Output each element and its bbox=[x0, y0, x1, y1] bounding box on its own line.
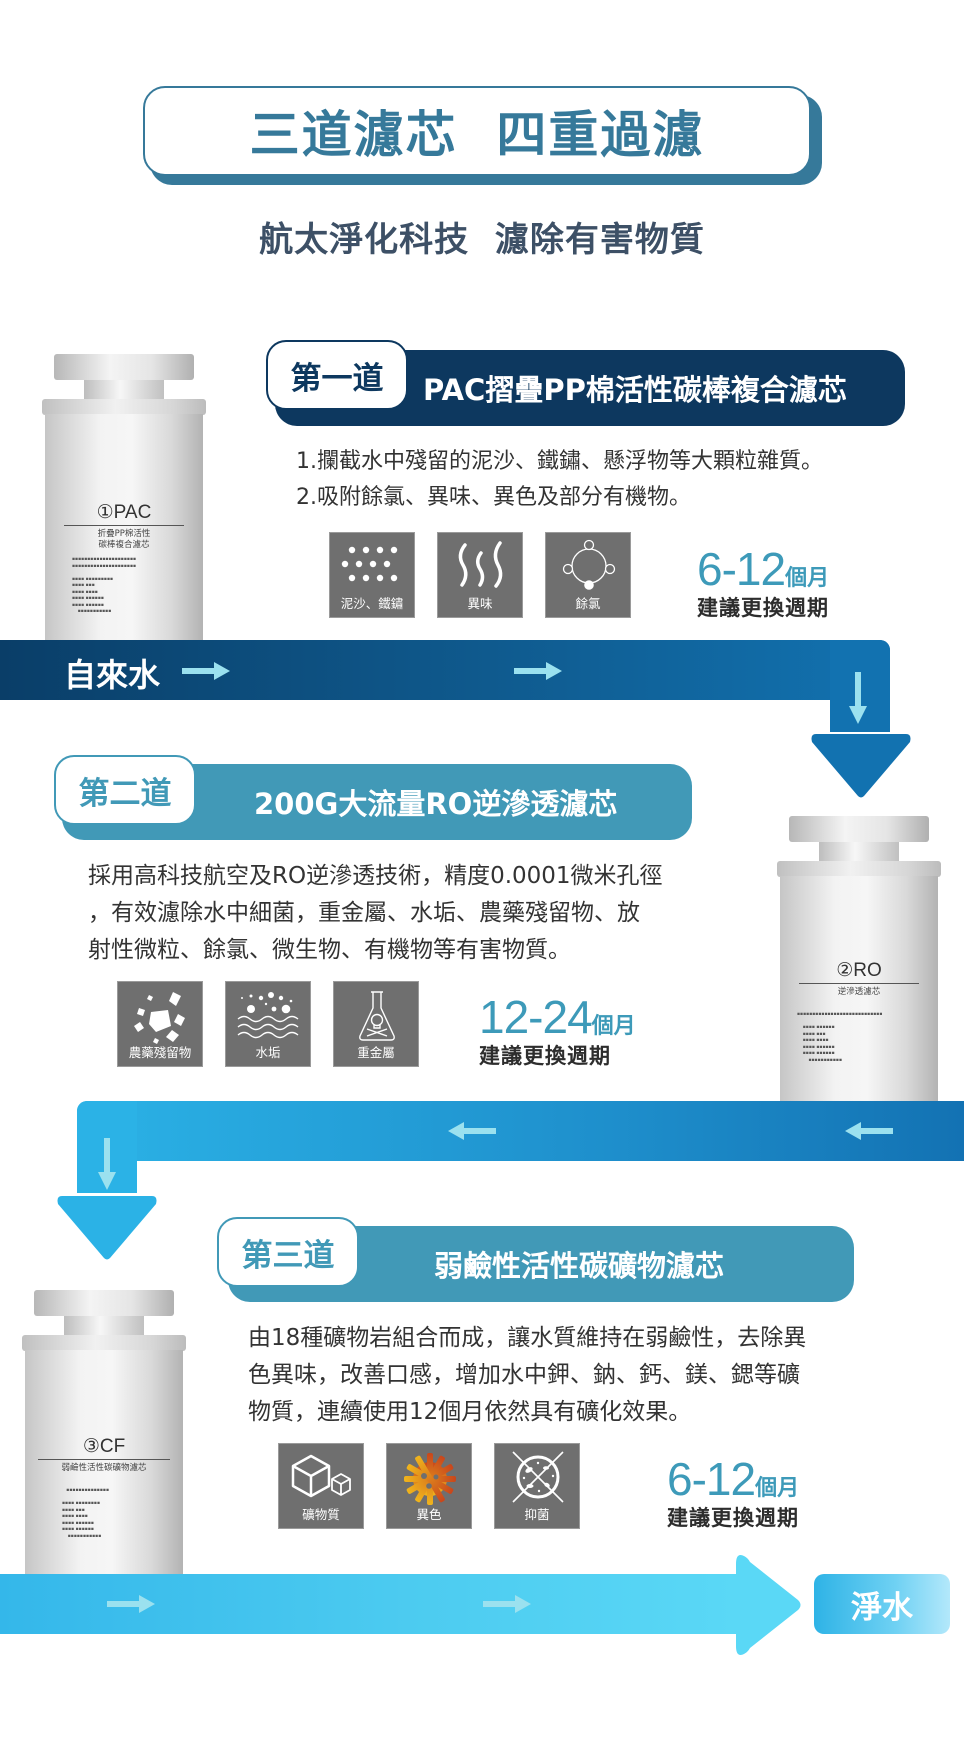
stage3-description: 由18種礦物岩組合而成，讓水質維持在弱鹼性，去除異 色異味，改善口感，增加水中鉀… bbox=[248, 1320, 806, 1431]
tile-color: 異色 bbox=[386, 1443, 472, 1529]
tile-odor: 異味 bbox=[437, 532, 523, 618]
cartridge-ro: ②RO 逆滲透濾芯 ▪▪▪▪▪▪▪▪▪▪▪▪▪▪▪▪▪▪▪▪▪▪▪▪▪▪▪▪ ▪… bbox=[777, 816, 941, 1101]
period-unit: 個月 bbox=[785, 566, 830, 591]
stage2-title: 200G大流量RO逆滲透濾芯 bbox=[254, 787, 618, 821]
title-box: 三道濾芯 四重過濾 bbox=[143, 86, 811, 176]
stage2-desc-line3: 射性微粒、餘氯、微生物、有機物等有害物質。 bbox=[88, 937, 571, 963]
flow-right-arrow-icon bbox=[514, 662, 562, 680]
cartridge-fine-print: ▪▪▪▪▪▪▪▪▪▪▪▪▪▪▪▪▪▪▪▪▪▪▪▪▪▪▪▪▪▪▪▪▪▪▪▪▪▪▪▪… bbox=[72, 557, 137, 614]
stage2-tag: 第二道 bbox=[54, 755, 196, 825]
cartridge-code: ①PAC bbox=[96, 502, 152, 523]
tile-chlorine: 餘氯 bbox=[545, 532, 631, 618]
flow-right-arrow-icon bbox=[483, 1595, 531, 1613]
tile-label: 農藥殘留物 bbox=[128, 1045, 192, 1060]
tile-label: 異味 bbox=[467, 596, 493, 611]
stage1-desc-line1: 1.攔截水中殘留的泥沙、鐵鏽、懸浮物等大顆粒雜質。 bbox=[296, 449, 823, 474]
stage1-description: 1.攔截水中殘留的泥沙、鐵鏽、懸浮物等大顆粒雜質。 2.吸附餘氯、異味、異色及部… bbox=[296, 444, 823, 516]
flow-down-arrow-icon bbox=[98, 1138, 116, 1190]
page-subtitle: 航太淨化科技 濾除有害物質 bbox=[259, 220, 705, 260]
stage3-desc-line2: 色異味，改善口感，增加水中鉀、鈉、鈣、鎂、鍶等礦 bbox=[248, 1362, 800, 1388]
flow-bar-tap-water bbox=[0, 640, 890, 700]
cartridge-cf: ③CF 弱鹼性活性碳礦物濾芯 ▪▪▪▪▪▪▪▪▪▪▪▪▪▪▪▪▪▪ ▪▪▪▪▪▪… bbox=[22, 1290, 186, 1574]
stage3-desc-line3: 物質，連續使用12個月依然具有礦化效果。 bbox=[248, 1399, 692, 1425]
tile-heavy-metal: 重金屬 bbox=[333, 981, 419, 1067]
flow-down-arrow-icon bbox=[849, 672, 867, 724]
period-label: 建議更換週期 bbox=[667, 1506, 799, 1530]
period-number: 6-12 bbox=[667, 1453, 756, 1505]
cartridge-code: ③CF bbox=[82, 1436, 126, 1457]
period-unit: 個月 bbox=[591, 1014, 636, 1039]
tile-label: 抑菌 bbox=[524, 1507, 550, 1522]
stage3-period: 6-12個月 建議更換週期 bbox=[667, 1452, 799, 1532]
antibacterial-icon bbox=[512, 1451, 564, 1503]
flow-end-label: 淨水 bbox=[814, 1574, 950, 1634]
flow-start-label: 自來水 bbox=[64, 656, 161, 694]
stage1-period: 6-12個月 建議更換週期 bbox=[697, 542, 829, 622]
flow-right-arrow-icon bbox=[107, 1595, 155, 1613]
stage1-title: PAC摺疊PP棉活性碳棒複合濾芯 bbox=[423, 373, 847, 407]
particles-icon bbox=[341, 546, 398, 582]
tile-label: 餘氯 bbox=[575, 596, 601, 611]
flow-down-arrowhead bbox=[57, 1196, 157, 1260]
tile-antibacterial: 抑菌 bbox=[494, 1443, 580, 1529]
tile-label: 重金屬 bbox=[357, 1045, 395, 1060]
stage2-desc-line2: ，有效濾除水中細菌，重金屬、水垢、農藥殘留物、放 bbox=[88, 900, 640, 926]
cartridge-name-line1: 弱鹼性活性碳礦物濾芯 bbox=[61, 1463, 147, 1473]
period-label: 建議更換週期 bbox=[479, 1044, 611, 1068]
page-title: 三道濾芯 四重過濾 bbox=[249, 106, 705, 164]
flow-left-arrow-icon bbox=[448, 1122, 496, 1140]
heavy-metal-flask-icon bbox=[359, 991, 395, 1041]
tile-label: 水垢 bbox=[255, 1045, 281, 1060]
flow-down-arrowhead bbox=[811, 734, 911, 798]
stage2-period: 12-24個月 建議更換週期 bbox=[479, 990, 636, 1070]
cartridge-name-line1: 折疊PP棉活性 bbox=[97, 529, 151, 539]
period-label: 建議更換週期 bbox=[697, 596, 829, 620]
stage1-tag: 第一道 bbox=[266, 340, 408, 410]
flow-left-arrow-icon bbox=[845, 1122, 893, 1140]
cartridge-pac: ①PAC 折疊PP棉活性 碳棒複合濾芯 ▪▪▪▪▪▪▪▪▪▪▪▪▪▪▪▪▪▪▪▪… bbox=[42, 354, 206, 640]
pesticide-crystals-icon bbox=[134, 992, 185, 1044]
tile-label: 礦物質 bbox=[302, 1507, 340, 1522]
cartridge-fine-print: ▪▪▪▪▪▪▪▪▪▪▪▪▪▪▪▪▪▪▪▪▪▪▪▪▪▪▪▪ ▪▪▪▪ ▪▪▪▪▪▪… bbox=[797, 1012, 883, 1063]
stage3-desc-line1: 由18種礦物岩組合而成，讓水質維持在弱鹼性，去除異 bbox=[248, 1325, 807, 1351]
tile-label: 泥沙、鐵鏽 bbox=[340, 596, 404, 611]
flow-right-arrowhead bbox=[736, 1555, 801, 1655]
tile-pesticide: 農藥殘留物 bbox=[117, 981, 203, 1067]
stage3-title: 弱鹼性活性碳礦物濾芯 bbox=[434, 1249, 725, 1283]
tile-label: 異色 bbox=[416, 1507, 442, 1522]
color-gear-icon bbox=[404, 1453, 456, 1505]
cartridge-code: ②RO bbox=[836, 960, 882, 981]
stage1-title-bar: PAC摺疊PP棉活性碳棒複合濾芯 bbox=[275, 350, 905, 426]
stage1-desc-line2: 2.吸附餘氯、異味、異色及部分有機物。 bbox=[296, 485, 691, 510]
mineral-cubes-icon bbox=[291, 1454, 351, 1498]
cartridge-fine-print: ▪▪▪▪▪▪▪▪▪▪▪▪▪▪▪▪▪▪ ▪▪▪▪▪▪▪▪▪▪▪▪ ▪▪▪▪▪▪▪ … bbox=[62, 1488, 109, 1539]
cartridge-name-line2: 碳棒複合濾芯 bbox=[98, 540, 150, 550]
tile-mineral: 礦物質 bbox=[278, 1443, 364, 1529]
cartridge-name-line1: 逆滲透濾芯 bbox=[837, 987, 881, 997]
stage2-description: 採用高科技航空及RO逆滲透技術，精度0.0001微米孔徑 ，有效濾除水中細菌，重… bbox=[88, 858, 663, 969]
chlorine-molecule-icon bbox=[562, 539, 616, 590]
tile-scale: 水垢 bbox=[225, 981, 311, 1067]
tile-particles: 泥沙、鐵鏽 bbox=[329, 532, 415, 618]
flow-right-arrow-icon bbox=[182, 662, 230, 680]
odor-waves-icon bbox=[458, 541, 503, 588]
scale-water-icon bbox=[237, 992, 299, 1039]
stage3-tag: 第三道 bbox=[217, 1217, 359, 1287]
period-number: 6-12 bbox=[697, 543, 786, 595]
period-unit: 個月 bbox=[755, 1476, 800, 1501]
stage2-desc-line1: 採用高科技航空及RO逆滲透技術，精度0.0001微米孔徑 bbox=[88, 863, 663, 889]
flow-bar-middle bbox=[77, 1101, 964, 1161]
period-number: 12-24 bbox=[479, 991, 593, 1043]
